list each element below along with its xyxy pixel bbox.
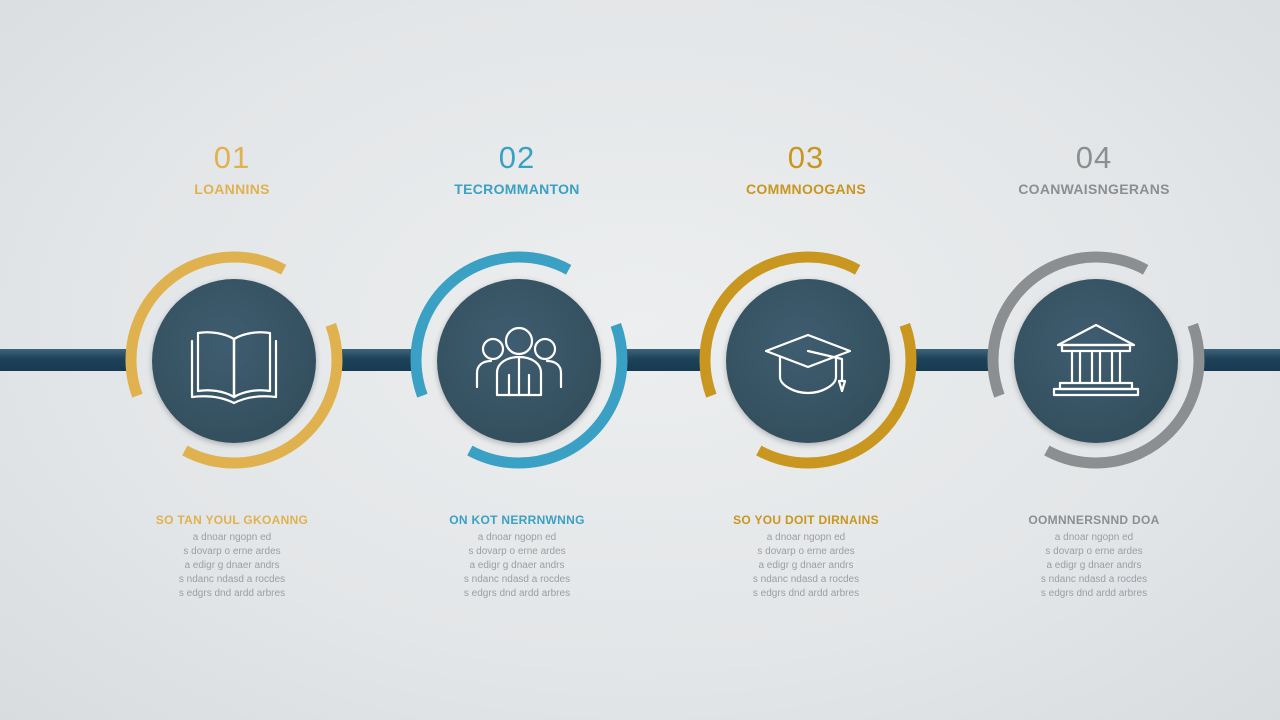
step-subtitle: OOMNNERSNND DOA xyxy=(1028,513,1160,527)
timeline-connector xyxy=(906,349,996,371)
description-line: s edgrs dnd ardd arbres xyxy=(752,588,860,599)
description-line: s dovarp o erne ardes xyxy=(468,546,566,557)
step-description: a dnoar ngopn ed s dovarp o erne ardes a… xyxy=(974,531,1214,601)
timeline-step-3: 03 COMMNOOGANS SO YOU DOIT DIRNAINS a dn… xyxy=(686,0,926,720)
description-line: a edigr g dnaer andrs xyxy=(184,560,280,571)
timeline-connector xyxy=(620,349,708,371)
description-line: a edigr g dnaer andrs xyxy=(469,560,565,571)
description-line: a dnoar ngopn ed xyxy=(1054,532,1134,543)
description-line: s edgrs dnd ardd arbres xyxy=(1040,588,1148,599)
description-line: a edigr g dnaer andrs xyxy=(758,560,854,571)
description-line: s dovarp o erne ardes xyxy=(757,546,855,557)
open-book-icon xyxy=(190,331,278,405)
step-description: a dnoar ngopn ed s dovarp o erne ardes a… xyxy=(112,531,352,601)
description-line: s ndanc ndasd a rocdes xyxy=(463,574,571,585)
step-subtitle: ON KOT NERRNWNNG xyxy=(449,513,585,527)
step-title: COANWAISNGERANS xyxy=(1018,181,1170,197)
step-subtitle: SO YOU DOIT DIRNAINS xyxy=(733,513,879,527)
description-line: a edigr g dnaer andrs xyxy=(1046,560,1142,571)
timeline-step-4: 04 COANWAISNGERANS OOMNNERSNND DOA a dno… xyxy=(974,0,1214,720)
description-line: a dnoar ngopn ed xyxy=(192,532,272,543)
description-line: s dovarp o erne ardes xyxy=(183,546,281,557)
step-subtitle: SO TAN YOUL GKOANNG xyxy=(155,513,309,527)
timeline-connector xyxy=(1196,349,1280,371)
accent-ring xyxy=(699,251,917,469)
timeline-step-1: 01 LOANNINS SO TAN YOUL GKOANNG a dnoar … xyxy=(112,0,352,720)
timeline-connector xyxy=(0,349,130,371)
step-number: 01 xyxy=(213,140,251,175)
step-title: TECROMMANTON xyxy=(454,181,580,197)
institution-building-icon xyxy=(1052,323,1140,397)
timeline-step-2: 02 TECROMMANTON ON KOT NERRNWNNG a dnoar… xyxy=(397,0,637,720)
accent-ring xyxy=(410,251,628,469)
step-number: 02 xyxy=(498,140,536,175)
group-people-icon xyxy=(475,326,563,397)
icon-disc xyxy=(726,279,890,443)
icon-disc xyxy=(1014,279,1178,443)
description-line: s edgrs dnd ardd arbres xyxy=(463,588,571,599)
description-line: a dnoar ngopn ed xyxy=(477,532,557,543)
step-number: 03 xyxy=(787,140,825,175)
step-description: a dnoar ngopn ed s dovarp o erne ardes a… xyxy=(397,531,637,601)
description-line: a dnoar ngopn ed xyxy=(766,532,846,543)
timeline-connector xyxy=(332,349,420,371)
description-line: s edgrs dnd ardd arbres xyxy=(178,588,286,599)
accent-ring xyxy=(987,251,1205,469)
step-number: 04 xyxy=(1075,140,1113,175)
graduation-cap-icon xyxy=(764,333,852,395)
description-line: s ndanc ndasd a rocdes xyxy=(1040,574,1148,585)
description-line: s ndanc ndasd a rocdes xyxy=(752,574,860,585)
step-title: LOANNINS xyxy=(194,181,270,197)
description-line: s ndanc ndasd a rocdes xyxy=(178,574,286,585)
step-description: a dnoar ngopn ed s dovarp o erne ardes a… xyxy=(686,531,926,601)
accent-ring xyxy=(125,251,343,469)
step-title: COMMNOOGANS xyxy=(746,181,866,197)
description-line: s dovarp o erne ardes xyxy=(1045,546,1143,557)
